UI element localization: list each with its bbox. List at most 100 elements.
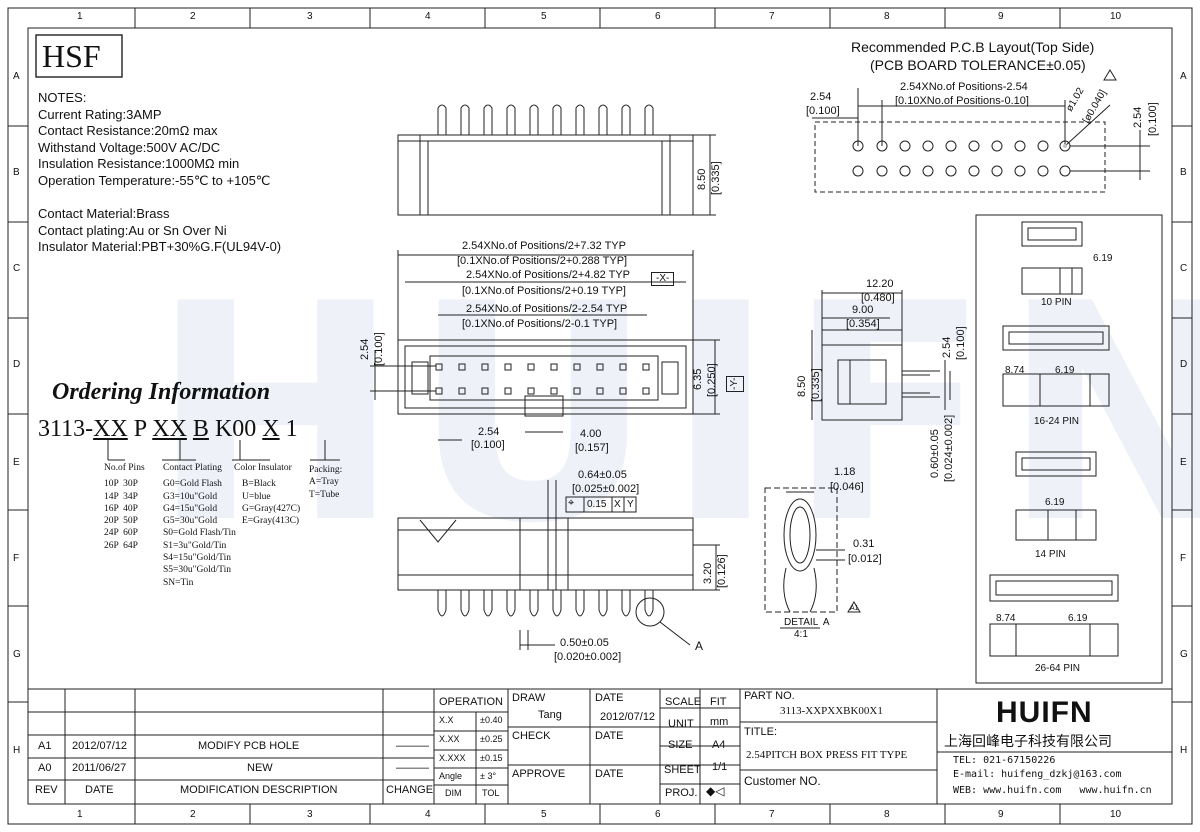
position-tolerance-icon: ⌖: [568, 497, 575, 509]
variant-14-dim: 6.19: [1045, 497, 1065, 508]
check-label: CHECK: [512, 730, 551, 742]
rev-a1-rev: A1: [38, 740, 52, 752]
bottom-pin-thickness-in: [0.020±0.002]: [554, 651, 622, 663]
side-dim-pin: 0.60±0.05: [929, 429, 941, 478]
code-k00: K00: [208, 416, 263, 442]
group-line: B=Black: [242, 479, 276, 490]
sheet-label: SHEET: [664, 764, 701, 776]
col-label-10-bottom: 10: [1110, 809, 1122, 820]
size-value: A4: [712, 739, 726, 751]
col-label-8-bottom: 8: [884, 809, 890, 820]
variant-26-64-dim-b: 6.19: [1068, 613, 1088, 624]
detail-side-dim-in: [0.012]: [848, 553, 882, 565]
col-label-1-bottom: 1: [77, 809, 83, 820]
projection-icon: ◆◁: [706, 784, 725, 798]
group-title: Contact Plating: [163, 463, 222, 473]
variant-16-24-label: 16-24 PIN: [1034, 416, 1080, 427]
col-label-5: 5: [541, 11, 547, 22]
side-dim-height-in: [0.335]: [810, 368, 822, 402]
code-plating: XX: [152, 416, 187, 442]
company-web: WEB: www.huifn.com www.huifn.cn: [953, 785, 1152, 796]
approve-label: APPROVE: [512, 768, 566, 780]
scale-value: FIT: [710, 696, 727, 708]
unit-label: UNIT: [668, 718, 694, 730]
front-height: 6.35: [692, 368, 704, 390]
sheet-value: 1/1: [712, 761, 728, 773]
front-bottom-pitch-in: [0.100]: [471, 439, 505, 451]
row-label-d-right: D: [1180, 359, 1188, 370]
front-dim-2-in: [0.1XNo.of Positions/2+0.19 TYP]: [462, 285, 626, 297]
col-label-8: 8: [884, 11, 890, 22]
group-line: S4=15u"Gold/Tin: [163, 553, 232, 564]
front-left-pitch: 2.54: [359, 338, 371, 360]
col-label-9-bottom: 9: [998, 809, 1004, 820]
detail-side-dim: 0.31: [853, 538, 875, 550]
col-label-4: 4: [425, 11, 431, 22]
row-label-f-right: F: [1180, 553, 1187, 564]
front-key-width: 4.00: [580, 428, 602, 440]
company-logo: HUIFN: [996, 696, 1093, 729]
row-label-c-right: C: [1180, 263, 1188, 274]
rev-a0-date: 2011/06/27: [72, 762, 127, 774]
front-key-width-in: [0.157]: [575, 442, 609, 454]
scale-label: SCALE: [665, 696, 702, 708]
pcb-dim-span: 2.54XNo.of Positions-2.54: [900, 81, 1028, 93]
tol-dim-1: X.X: [439, 715, 454, 725]
part-code: 3113-XX P XX B K00 X 1: [38, 417, 298, 441]
row-label-e: E: [13, 457, 20, 468]
front-dim-3-in: [0.1XNo.of Positions/2-0.1 TYP]: [462, 318, 618, 330]
note-line: Contact Resistance:20mΩ max: [38, 123, 218, 139]
notes-heading: NOTES:: [38, 90, 87, 105]
group-line: T=Tube: [309, 489, 340, 500]
rev-header-change: CHANGE: [386, 784, 434, 796]
bottom-pin-thickness: 0.50±0.05: [560, 637, 609, 649]
rev-a1-date: 2012/07/12: [72, 740, 128, 752]
row-label-a-right: A: [1180, 71, 1187, 82]
check-date-label: DATE: [595, 730, 624, 742]
row-label-h-right: H: [1180, 745, 1188, 756]
ordering-group-packing: Packing: A=Tray T=Tube: [309, 464, 342, 501]
pcb-dim-row: 2.54: [1132, 106, 1144, 128]
front-left-pitch-in: [0.100]: [373, 332, 385, 366]
rev-a0-desc: NEW: [247, 762, 273, 774]
col-label-7-bottom: 7: [769, 809, 775, 820]
row-label-c: C: [13, 263, 21, 274]
tol-dim-3: X.XXX: [439, 753, 466, 763]
rev-a1-change: ———: [396, 740, 429, 752]
top-dim-height-in: [0.335]: [710, 161, 722, 195]
group-line: S1=3u"Gold/Tin: [163, 540, 227, 551]
tol-val-1: ±0.40: [480, 715, 503, 725]
side-dim-pitch-in: [0.100]: [955, 326, 967, 360]
group-line: G=Gray(427C): [242, 503, 301, 514]
front-dim-3: 2.54XNo.of Positions/2-2.54 TYP: [466, 303, 628, 315]
datum-x: -X-: [651, 272, 675, 286]
draw-date-label: DATE: [595, 692, 624, 704]
variant-26-64-label: 26-64 PIN: [1035, 663, 1081, 674]
title-label: TITLE:: [744, 726, 778, 738]
front-dim-1-in: [0.1XNo.of Positions/2+0.288 TYP]: [457, 255, 628, 267]
col-label-5-bottom: 5: [541, 809, 547, 820]
row-label-d: D: [13, 359, 21, 370]
group-line: 16P 40P: [104, 503, 138, 514]
row-label-g-right: G: [1180, 649, 1188, 660]
front-dim-2: 2.54XNo.of Positions/2+4.82 TYP: [466, 269, 630, 281]
front-dim-1: 2.54XNo.of Positions/2+7.32 TYP: [462, 240, 626, 252]
col-label-3-bottom: 3: [307, 809, 313, 820]
row-label-b: B: [13, 167, 20, 178]
row-label-b-right: B: [1180, 167, 1187, 178]
group-line: G5=30u"Gold: [163, 516, 218, 527]
detail-label: DETAIL A: [784, 617, 830, 628]
detail-scale: 4:1: [794, 629, 808, 640]
note-line: Current Rating:3AMP: [38, 106, 162, 122]
side-dim-pin-in: [0.024±0.002]: [943, 414, 955, 482]
col-label-6-bottom: 6: [655, 809, 661, 820]
note-line: Withstand Voltage:500V AC/DC: [38, 139, 221, 155]
front-bottom-pitch: 2.54: [478, 426, 500, 438]
col-label-6: 6: [655, 11, 661, 22]
dim-label: DIM: [445, 788, 462, 798]
note-spacer: [38, 190, 281, 207]
pcb-dim-span-in: [0.10XNo.of Positions-0.10]: [895, 95, 1029, 107]
pcb-dim-pitch: 2.54: [810, 91, 832, 103]
group-line: 26P 64P: [104, 540, 138, 551]
